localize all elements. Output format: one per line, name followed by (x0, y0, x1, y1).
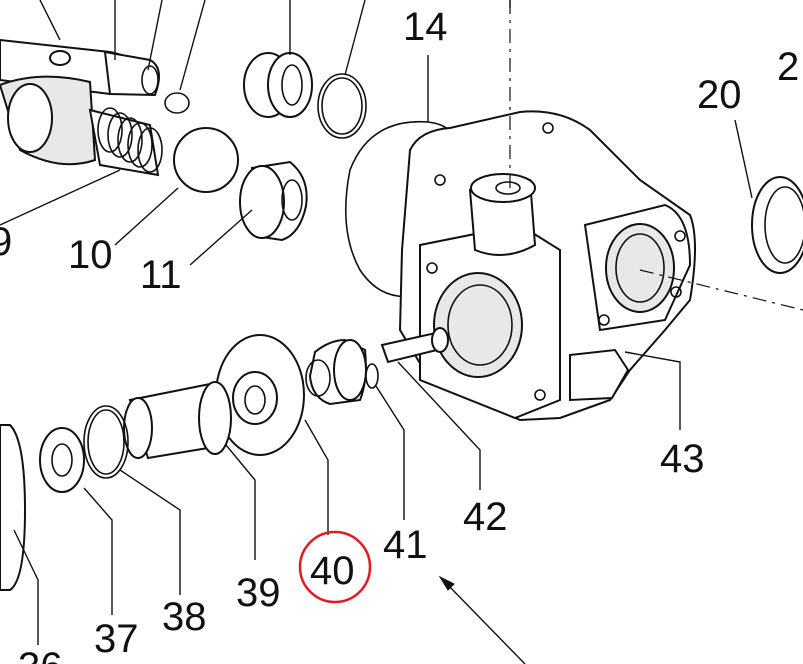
highlight-circle-part-40 (298, 530, 372, 604)
cylinder-part-39 (123, 381, 232, 460)
callout-10: 10 (68, 233, 113, 277)
upper-shaft-assembly (0, 38, 160, 177)
o-ring-top (317, 73, 367, 139)
leader-lines (0, 0, 753, 645)
seal-retainer-part-40 (305, 338, 367, 406)
callout-2x: 2 (777, 45, 799, 89)
callout-43: 43 (660, 437, 705, 481)
piston-part-42 (380, 327, 449, 364)
small-o-ring (164, 92, 190, 114)
ring-part-41 (365, 363, 379, 389)
ring-part-38 (83, 405, 129, 479)
callout-11: 11 (140, 253, 182, 297)
callout-14: 14 (403, 5, 448, 49)
seat-part-11 (239, 160, 308, 242)
callout-20: 20 (697, 73, 742, 117)
callout-37: 37 (94, 617, 139, 661)
callout-9: 9 (0, 220, 12, 264)
large-washer (215, 334, 305, 456)
callout-41: 41 (383, 523, 428, 567)
ball-part-10 (173, 127, 239, 193)
bushing-top (243, 52, 313, 118)
spring-part-9 (97, 107, 163, 173)
callout-39: 39 (236, 571, 281, 615)
callout-42: 42 (463, 495, 508, 539)
direction-arrow (438, 575, 526, 664)
ring-part-20 (751, 176, 803, 274)
cover-part-36 (0, 424, 27, 591)
callout-38: 38 (162, 595, 207, 639)
callout-36: 36 (18, 645, 63, 664)
washer-part-37 (39, 427, 85, 493)
callout-40: 40 (310, 549, 355, 593)
pump-head-housing-part-43 (398, 110, 696, 422)
